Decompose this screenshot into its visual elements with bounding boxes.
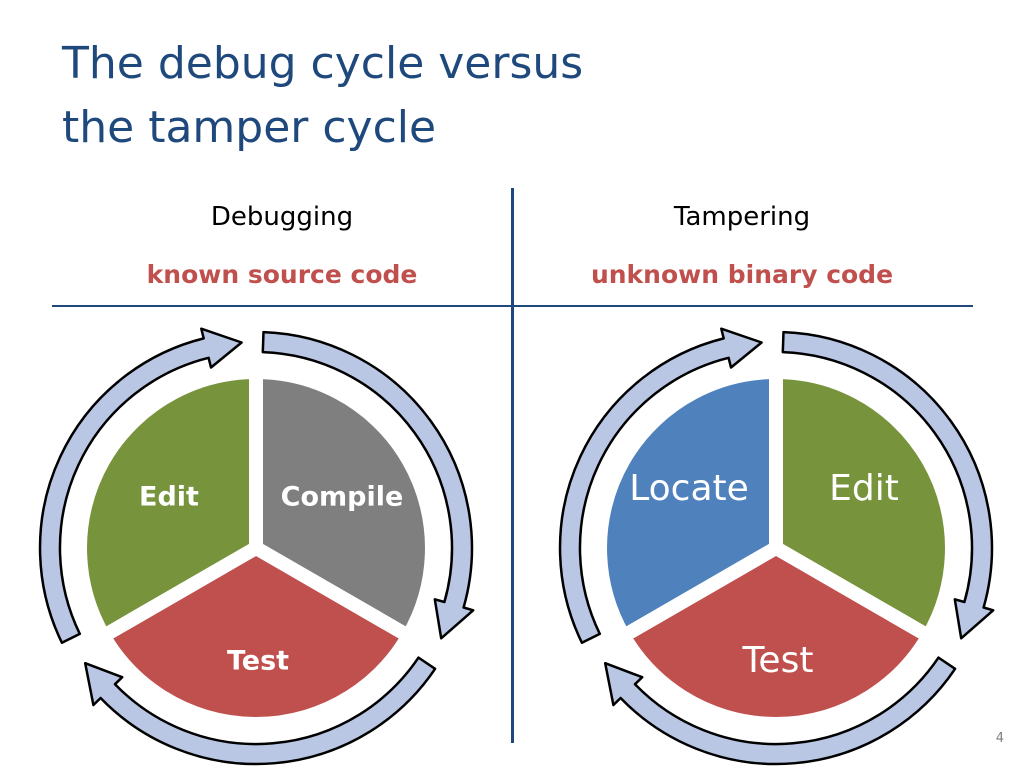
tamper-cycle-arrow-2 (603, 656, 957, 766)
slide-title-line-1: The debug cycle versus (62, 38, 584, 89)
debug-cycle-arrows (38, 327, 475, 766)
vertical-divider (511, 188, 514, 743)
debugging-heading: Debugging (210, 202, 354, 232)
tampering-subheading: unknown binary code (590, 260, 894, 289)
page-number: 4 (995, 731, 1004, 746)
tamper-cycle-arrow-1 (781, 330, 995, 640)
tamper-cycle-diagram: Locate Edit Test (558, 327, 995, 766)
tampering-heading: Tampering (673, 202, 811, 232)
tamper-cycle-arrow-3 (558, 327, 763, 644)
debug-cycle-segments (73, 364, 439, 731)
debug-cycle-arrow-3 (38, 327, 243, 644)
debug-cycle-arrow-2 (83, 656, 437, 766)
debugging-subheading: known source code (146, 260, 418, 289)
debug-stage-test-segment (94, 539, 418, 731)
horizontal-divider (52, 305, 973, 307)
slide-title-line-2: the tamper cycle (62, 102, 437, 153)
tamper-stage-test-label: Test (742, 640, 814, 681)
tamper-stage-edit-label: Edit (829, 468, 899, 509)
slide-title: The debug cycle versus the tamper cycle (62, 32, 822, 160)
tamper-cycle-segments (593, 364, 959, 731)
debug-cycle-arrow-1 (261, 330, 475, 640)
debug-stage-compile-label: Compile (281, 482, 404, 513)
debug-stage-edit-label: Edit (139, 482, 199, 513)
tamper-stage-locate-label: Locate (629, 468, 749, 509)
tamper-cycle-arrows (558, 327, 995, 766)
debug-cycle-diagram: Edit Compile Test (38, 327, 475, 766)
debug-stage-test-label: Test (227, 646, 289, 677)
tamper-stage-test-segment (614, 539, 938, 731)
